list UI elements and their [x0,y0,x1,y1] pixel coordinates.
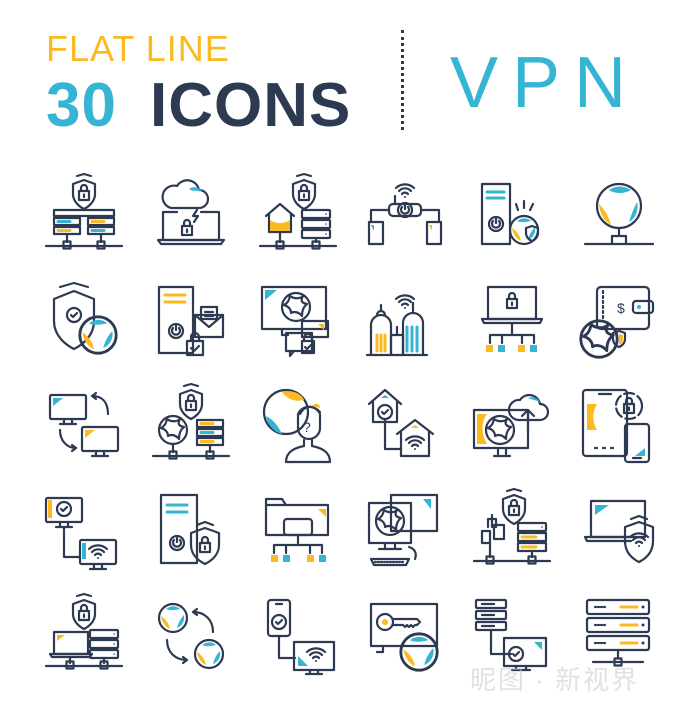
svg-text:?: ? [303,419,311,435]
tablet-phone-lock-sync-icon [565,373,672,478]
server-monitor-check-icon [458,583,565,688]
laptop-lock-hierarchy-icon [458,268,565,373]
watermark: 昵图 · 新视界 [470,665,640,695]
wallet-globe-shield-icon: $ [565,268,672,373]
title-flat-line: FLAT LINE [46,28,230,69]
monitor-cloud-upload-icon [458,373,565,478]
router-devices-icon [351,163,458,268]
server-globe-shield-icon [458,163,565,268]
monitor-check-wifi-icon [30,478,137,583]
globe-sync-icon [137,583,244,688]
globe-network-icon [565,163,672,268]
title-icons: ICONS [150,71,352,140]
secure-server-network-icon [30,163,137,268]
server-rack-icon [565,583,672,688]
dotted-divider [401,30,404,130]
monitor-globe-chat-icon [244,268,351,373]
cloud-laptop-lock-icon [137,163,244,268]
title-number: 30 [46,71,117,140]
desktop-globe-icon [351,478,458,583]
home-server-shield-icon [244,163,351,268]
title-topic: VPN [450,43,641,123]
phone-monitor-wifi-icon [244,583,351,688]
folder-hierarchy-icon [244,478,351,583]
svg-text:$: $ [617,300,625,316]
server-mail-lock-icon [137,268,244,373]
home-to-home-wifi-icon [351,373,458,478]
user-globe-question-icon: ? [244,373,351,478]
monitor-sync-icon [30,373,137,478]
icon-grid: $ ? [30,163,690,688]
laptop-wifi-shield-icon [565,478,672,583]
chart-server-shield-icon [458,478,565,583]
city-wifi-icon [351,268,458,373]
shield-check-globe-icon [30,268,137,373]
globe-server-shield-icon [137,373,244,478]
laptop-server-shield-icon [30,583,137,688]
server-shield-lock-icon [137,478,244,583]
monitor-key-globe-icon [351,583,458,688]
